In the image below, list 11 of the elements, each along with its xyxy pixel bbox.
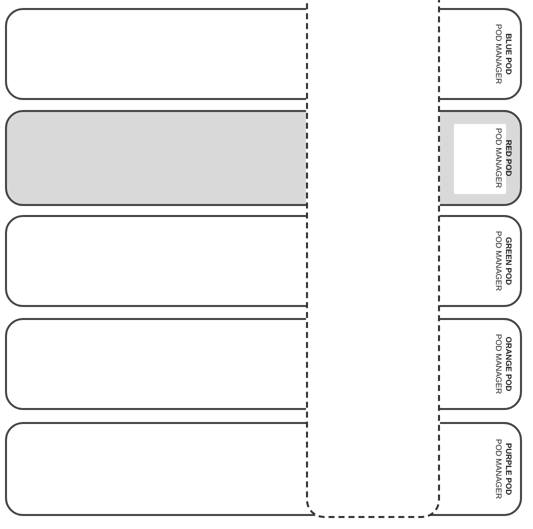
pod-role: POD MANAGER <box>493 230 503 291</box>
pod-role: POD MANAGER <box>493 334 503 394</box>
pod-name: RED POD <box>503 140 513 176</box>
dashed-column <box>306 0 440 518</box>
pod-name: BLUE POD <box>503 33 513 75</box>
pod-name: GREEN POD <box>503 236 513 285</box>
pod-role: POD MANAGER <box>493 128 503 188</box>
pod-role: POD MANAGER <box>493 24 503 84</box>
pod-role: POD MANAGER <box>493 438 503 499</box>
pod-name: ORANGE POD <box>503 336 513 392</box>
pod-name: PURPLE POD <box>503 442 513 495</box>
